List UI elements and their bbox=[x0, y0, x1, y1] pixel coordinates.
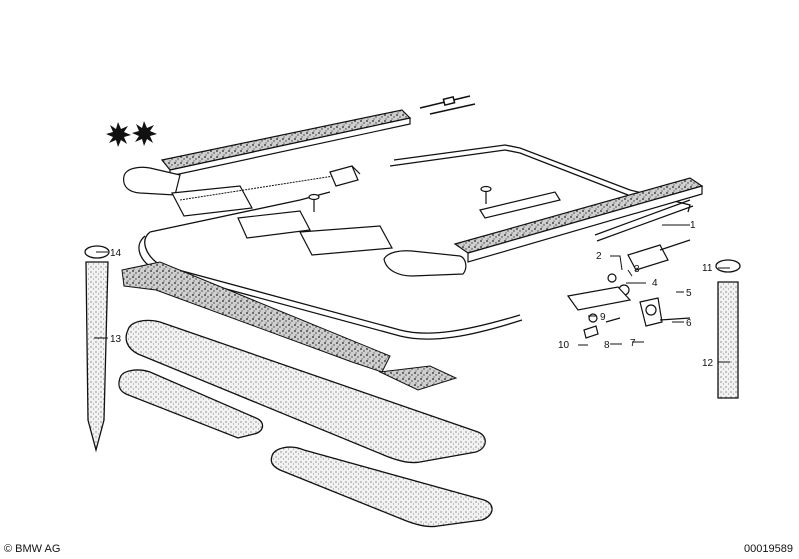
callout-labels: 1 2 3 4 5 6 7 8 9 10 11 12 13 14 bbox=[110, 220, 714, 369]
screw-right bbox=[480, 185, 492, 204]
callout-8: 8 bbox=[604, 340, 610, 351]
document-number: 00019589 bbox=[744, 543, 793, 555]
callout-7: 7 bbox=[630, 338, 636, 349]
drive-mechanism bbox=[566, 239, 691, 339]
callout-leaders bbox=[94, 224, 730, 363]
sunroof-frame bbox=[138, 144, 691, 340]
guide-rail-right bbox=[453, 177, 704, 263]
callout-2: 2 bbox=[596, 251, 602, 262]
callout-4: 4 bbox=[652, 278, 658, 289]
copyright-label: © BMW AG bbox=[4, 543, 61, 555]
callout-6: 6 bbox=[686, 318, 692, 329]
screw-middle bbox=[308, 193, 320, 212]
callout-10: 10 bbox=[558, 340, 570, 351]
cover-left-front bbox=[123, 166, 181, 196]
callout-1: 1 bbox=[690, 220, 696, 231]
callout-13: 13 bbox=[110, 334, 122, 345]
frame-rear-right bbox=[594, 199, 694, 242]
cable-bracket bbox=[329, 165, 361, 187]
star-markers bbox=[106, 121, 157, 147]
roof-panels bbox=[171, 185, 467, 277]
callout-14: 14 bbox=[110, 248, 122, 259]
callout-5: 5 bbox=[686, 288, 692, 299]
callout-3: 3 bbox=[634, 264, 640, 275]
callout-12: 12 bbox=[702, 358, 714, 369]
rod-right bbox=[715, 259, 741, 399]
felt-panels bbox=[118, 319, 493, 528]
seal-strip bbox=[121, 261, 458, 391]
guide-rail-left bbox=[160, 109, 412, 177]
pin-top bbox=[419, 95, 476, 115]
callout-11: 11 bbox=[702, 263, 713, 274]
rod-left bbox=[84, 245, 110, 453]
callout-9: 9 bbox=[600, 312, 606, 323]
